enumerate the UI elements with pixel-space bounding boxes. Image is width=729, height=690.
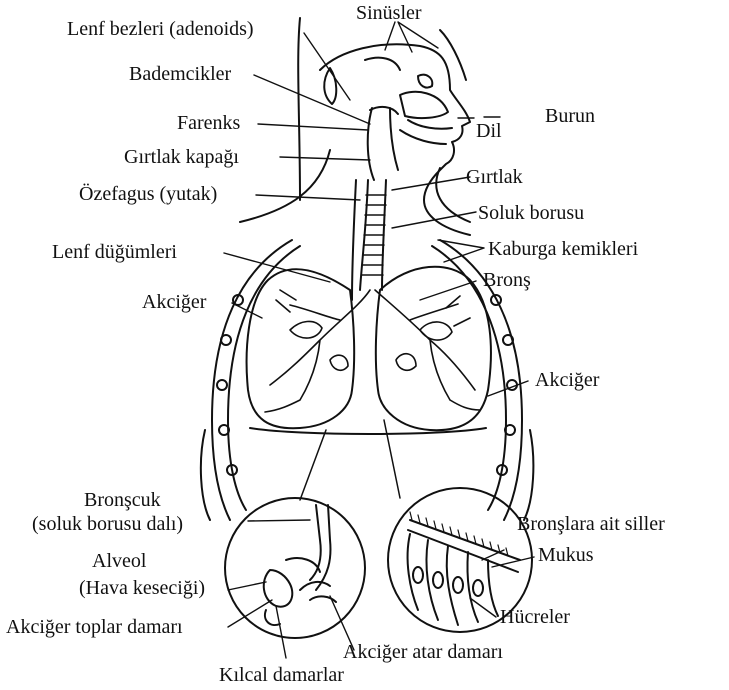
label-bronscuk-sub: (soluk borusu dalı)	[32, 513, 183, 535]
label-girtlak-kapagi: Gırtlak kapağı	[124, 146, 239, 168]
label-bronscuk: Bronşcuk	[84, 489, 161, 511]
label-kaburga: Kaburga kemikleri	[488, 238, 638, 260]
label-lenf-dugumleri: Lenf düğümleri	[52, 241, 177, 263]
label-dil: Dil	[476, 120, 502, 142]
label-ozefagus: Özefagus (yutak)	[79, 183, 217, 205]
label-akciger-left: Akciğer	[142, 291, 206, 313]
label-alveol-sub: (Hava keseciği)	[79, 577, 205, 599]
label-girtlak: Gırtlak	[466, 166, 523, 188]
bronchiole-alveoli-circle	[225, 498, 365, 638]
label-toplar-damar: Akciğer toplar damarı	[6, 616, 183, 638]
label-mukus: Mukus	[538, 544, 594, 566]
bronchial-tree	[265, 290, 480, 412]
label-akciger-right: Akciğer	[535, 369, 599, 391]
label-sinusler: Sinüsler	[356, 2, 422, 24]
label-farenks: Farenks	[177, 112, 240, 134]
label-lenf-bezleri: Lenf bezleri (adenoids)	[67, 18, 254, 40]
label-atar-damar: Akciğer atar damarı	[343, 641, 503, 663]
label-burun: Burun	[545, 105, 595, 127]
label-hucreler: Hücreler	[500, 606, 570, 628]
trachea	[352, 180, 386, 300]
label-alveol: Alveol	[92, 550, 146, 572]
label-soluk-borusu: Soluk borusu	[478, 202, 584, 224]
magnification-leaders	[300, 420, 400, 500]
label-brons: Bronş	[483, 269, 531, 291]
label-bronslara-ait-siller: Bronşlara ait siller	[517, 513, 665, 535]
label-kilcal: Kılcal damarlar	[219, 664, 344, 686]
label-bademcikler: Bademcikler	[129, 63, 231, 85]
